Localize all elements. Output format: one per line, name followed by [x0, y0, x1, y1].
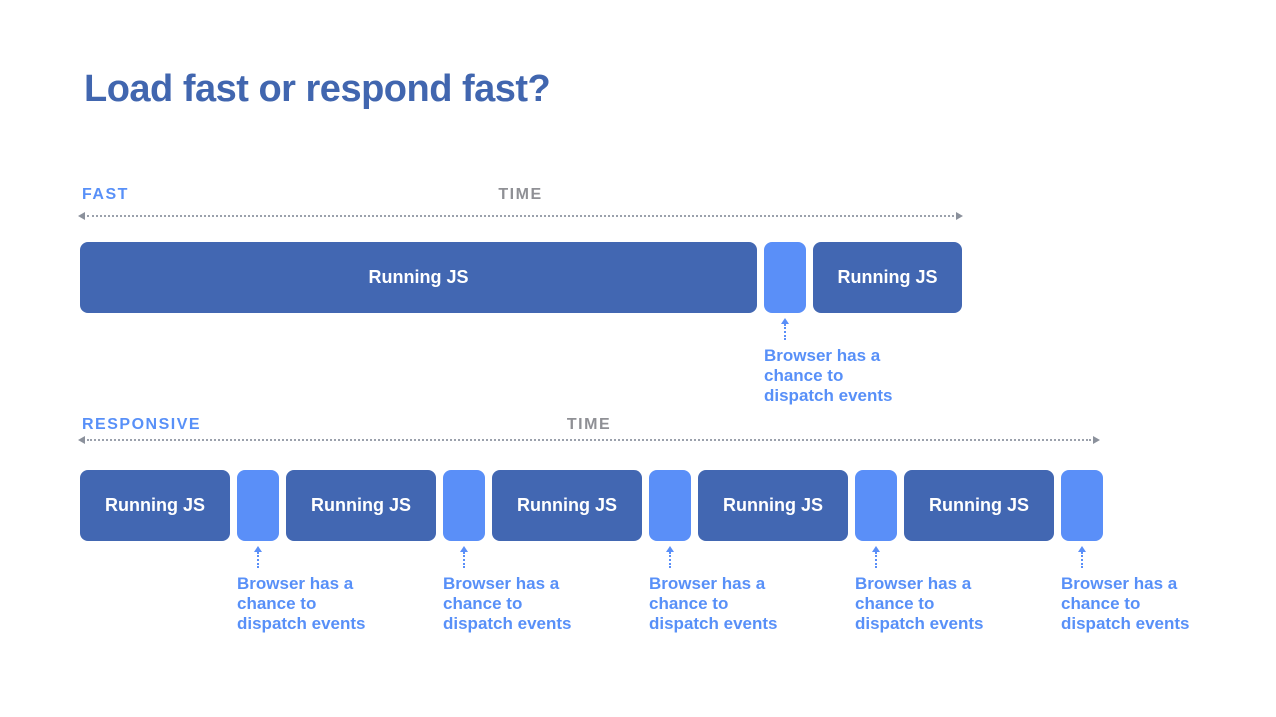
running-js-label: Running JS: [837, 267, 938, 287]
up-arrow-icon: [666, 546, 674, 568]
up-arrow-icon: [781, 318, 789, 340]
running-js-block: Running JS: [80, 242, 757, 313]
dotted-timeline: [87, 215, 954, 217]
up-arrow-icon: [254, 546, 262, 568]
annotation-text: Browser has a chance to dispatch events: [1061, 574, 1190, 633]
responsive-time-label: TIME: [566, 416, 612, 433]
browser-gap-block: [1061, 470, 1103, 541]
annotation-text: Browser has a chance to dispatch events: [649, 574, 778, 633]
fast-bars-row: Running JS Running JS: [80, 242, 962, 313]
running-js-block: Running JS: [286, 470, 436, 541]
fast-section-label: FAST: [82, 186, 129, 203]
responsive-timeline: [78, 436, 1100, 444]
running-js-block: Running JS: [813, 242, 962, 313]
running-js-block: Running JS: [492, 470, 642, 541]
running-js-block: Running JS: [698, 470, 848, 541]
right-arrow-icon: [1093, 436, 1100, 444]
annotation-text: Browser has a chance to dispatch events: [855, 574, 984, 633]
right-arrow-icon: [956, 212, 963, 220]
running-js-label: Running JS: [929, 495, 1029, 515]
browser-gap-block: [237, 470, 279, 541]
running-js-label: Running JS: [723, 495, 823, 515]
browser-gap-block: [855, 470, 897, 541]
running-js-label: Running JS: [105, 495, 205, 515]
up-arrow-icon: [872, 546, 880, 568]
running-js-label: Running JS: [368, 267, 469, 287]
responsive-section-label: RESPONSIVE: [82, 416, 202, 433]
browser-gap-block: [649, 470, 691, 541]
annotation-text: Browser has a chance to dispatch events: [443, 574, 572, 633]
annotation-text: Browser has a chance to dispatch events: [237, 574, 366, 633]
browser-gap-block: [764, 242, 806, 313]
fast-timeline: [78, 212, 963, 220]
responsive-bars-row: Running JS Running JS Running JS Running…: [80, 470, 1103, 541]
browser-gap-block: [443, 470, 485, 541]
up-arrow-icon: [460, 546, 468, 568]
dotted-timeline: [87, 439, 1091, 441]
running-js-block: Running JS: [904, 470, 1054, 541]
slide-title: Load fast or respond fast?: [84, 68, 551, 110]
left-arrow-icon: [78, 436, 85, 444]
running-js-block: Running JS: [80, 470, 230, 541]
left-arrow-icon: [78, 212, 85, 220]
fast-time-label: TIME: [498, 186, 543, 203]
annotation-text: Browser has a chance to dispatch events: [764, 346, 893, 405]
running-js-label: Running JS: [517, 495, 617, 515]
running-js-label: Running JS: [311, 495, 411, 515]
up-arrow-icon: [1078, 546, 1086, 568]
